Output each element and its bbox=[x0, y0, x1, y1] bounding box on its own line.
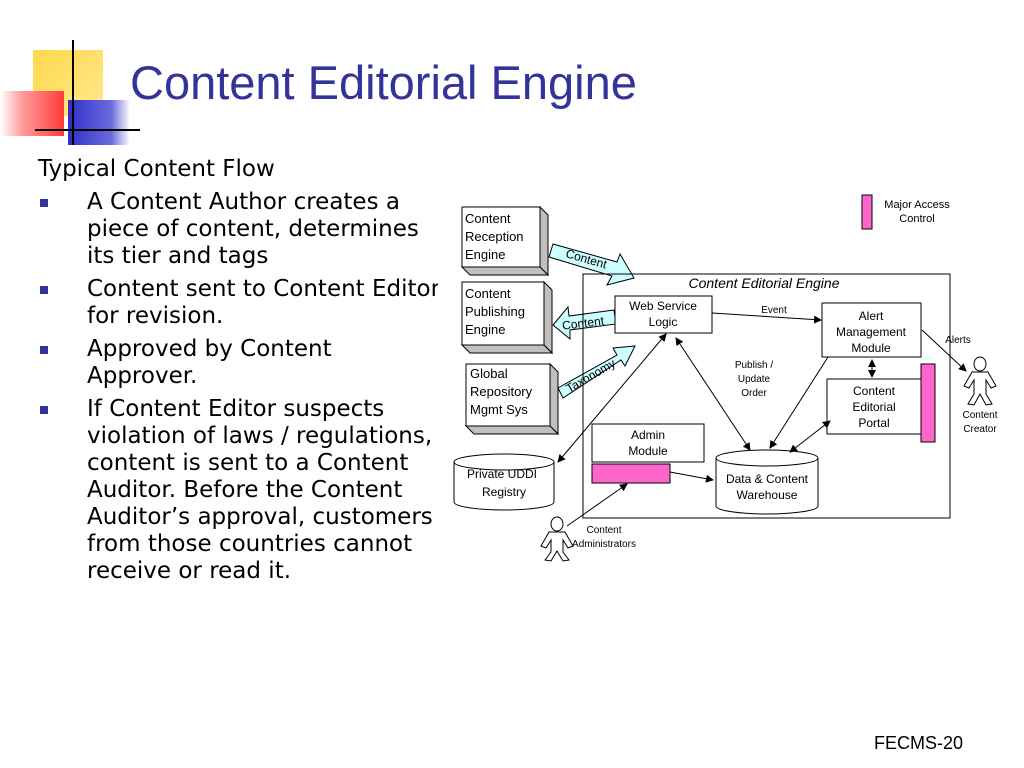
administrators-label-line2: Administrators bbox=[572, 539, 636, 550]
bullet-marker bbox=[40, 199, 48, 207]
access-control-legend-swatch bbox=[861, 194, 873, 230]
warehouse-cylinder: Data & Content Warehouse bbox=[715, 449, 819, 515]
bullet-marker bbox=[40, 286, 48, 294]
admin-label-line2: Module bbox=[628, 444, 668, 458]
bullet-text: Approved by Content Approver. bbox=[87, 336, 332, 389]
administrators-connector bbox=[566, 483, 628, 527]
publish-label-line1: Publish / bbox=[735, 360, 774, 371]
admin-label-line1: Admin bbox=[631, 428, 665, 442]
bullet-item: If Content Editor suspects violation of … bbox=[38, 396, 438, 585]
portal-label-line3: Portal bbox=[858, 416, 889, 430]
legend-label-line2: Control bbox=[899, 213, 934, 225]
portal-warehouse-connector bbox=[789, 420, 831, 453]
bullet-item: Content sent to Content Editor for revis… bbox=[38, 276, 438, 330]
slide-number: FECMS-20 bbox=[874, 733, 964, 753]
event-connector bbox=[711, 312, 822, 324]
taxonomy-arrow-label: Taxonomy bbox=[564, 356, 618, 395]
bullet-marker bbox=[40, 406, 48, 414]
admin-warehouse-connector bbox=[669, 471, 714, 483]
web-warehouse-connector bbox=[675, 337, 751, 451]
bullet-text: Content sent to Content Editor for revis… bbox=[87, 276, 438, 329]
uddi-label-line2: Registry bbox=[482, 485, 526, 499]
content-text: Typical Content Flow A Content Author cr… bbox=[38, 156, 438, 626]
admin-access-control bbox=[591, 463, 671, 484]
alert-warehouse-connector bbox=[769, 356, 829, 449]
web-service-label-line1: Web Service bbox=[629, 299, 697, 313]
publishing-label-line2: Publishing bbox=[465, 304, 525, 319]
warehouse-label-line2: Warehouse bbox=[737, 488, 798, 502]
alert-management-box bbox=[821, 302, 922, 358]
uddi-label-line1: Private UDDI bbox=[467, 467, 537, 481]
deco-red-square bbox=[0, 91, 64, 136]
portal-label-line2: Editorial bbox=[852, 400, 895, 414]
publish-label-line3: Order bbox=[741, 388, 767, 399]
repository-label-line3: Mgmt Sys bbox=[470, 402, 528, 417]
bullet-text: A Content Author creates a piece of cont… bbox=[87, 189, 419, 269]
web-service-label-line2: Logic bbox=[649, 315, 678, 329]
bullet-item: Approved by Content Approver. bbox=[38, 336, 438, 390]
deco-blue-square bbox=[68, 100, 130, 145]
bullet-marker bbox=[40, 346, 48, 354]
administrators-label-line1: Content bbox=[586, 525, 621, 536]
content-editorial-portal-box bbox=[826, 378, 922, 435]
global-repository-box: Global Repository Mgmt Sys bbox=[464, 362, 560, 436]
web-uddi-connector bbox=[557, 333, 667, 463]
publish-label-line2: Update bbox=[738, 374, 771, 385]
portal-label-line1: Content bbox=[853, 384, 896, 398]
alert-label-line1: Alert bbox=[859, 309, 884, 323]
alerts-label: Alerts bbox=[945, 335, 971, 346]
reception-label-line2: Reception bbox=[465, 229, 524, 244]
reception-label-line1: Content bbox=[465, 211, 511, 226]
content-administrators-figure bbox=[540, 516, 574, 562]
event-label: Event bbox=[761, 305, 787, 316]
web-service-logic-box bbox=[614, 295, 713, 334]
uddi-registry-cylinder: Private UDDI Registry bbox=[453, 453, 555, 511]
corner-decoration bbox=[0, 40, 140, 145]
content-creator-figure bbox=[963, 356, 997, 406]
taxonomy-arrow: Taxonomy bbox=[557, 345, 636, 399]
portal-access-control bbox=[920, 363, 936, 443]
content-out-arrow: Content bbox=[552, 305, 617, 341]
creator-label-line1: Content bbox=[962, 410, 997, 421]
publishing-label-line1: Content bbox=[465, 286, 511, 301]
content-reception-engine-box: Content Reception Engine bbox=[460, 205, 550, 277]
bullet-text: If Content Editor suspects violation of … bbox=[87, 396, 433, 584]
slide-title: Content Editorial Engine bbox=[130, 56, 637, 109]
intro-text: Typical Content Flow bbox=[38, 156, 275, 182]
creator-label-line2: Creator bbox=[963, 424, 997, 435]
warehouse-label-line1: Data & Content bbox=[726, 472, 809, 486]
alerts-connector bbox=[921, 329, 967, 372]
bullet-item: A Content Author creates a piece of cont… bbox=[38, 189, 438, 270]
alert-label-line3: Module bbox=[851, 341, 891, 355]
content-in-arrow: Content bbox=[548, 243, 635, 286]
alert-label-line2: Management bbox=[836, 325, 907, 339]
publishing-label-line3: Engine bbox=[465, 322, 505, 337]
content-publishing-engine-box: Content Publishing Engine bbox=[460, 280, 554, 355]
repository-label-line2: Repository bbox=[470, 384, 533, 399]
repository-label-line1: Global bbox=[470, 366, 508, 381]
reception-label-line3: Engine bbox=[465, 247, 505, 262]
engine-title: Content Editorial Engine bbox=[689, 275, 840, 291]
legend-label-line1: Major Access bbox=[884, 199, 950, 211]
